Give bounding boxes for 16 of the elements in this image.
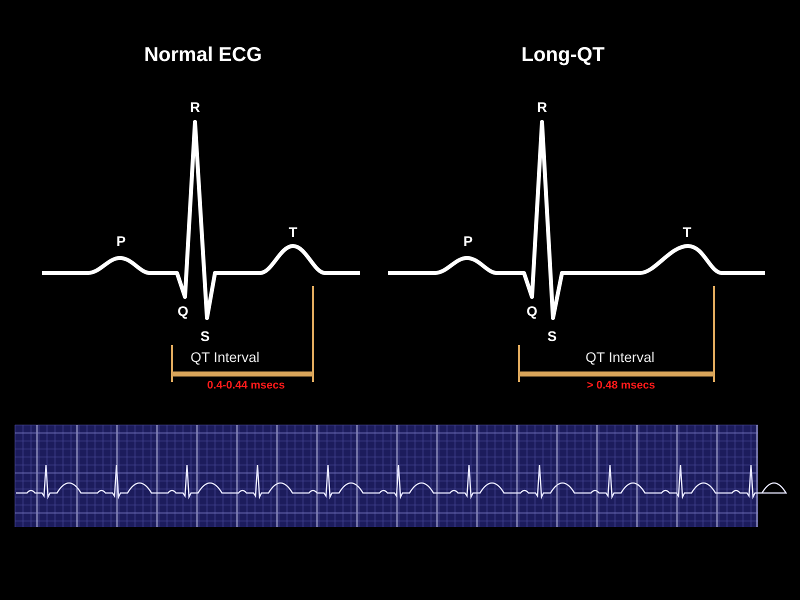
wave-label: T bbox=[682, 225, 692, 239]
wave-label: T bbox=[288, 225, 298, 239]
interval-label: QT Interval bbox=[586, 350, 654, 364]
interval-label: QT Interval bbox=[190, 350, 260, 364]
wave-label: Q bbox=[526, 304, 538, 318]
wave-label: R bbox=[536, 100, 548, 114]
wave-label: P bbox=[116, 234, 126, 248]
wave-label: P bbox=[463, 234, 473, 248]
wave-label: Q bbox=[178, 304, 188, 318]
panel-heading: Normal ECG bbox=[144, 45, 262, 65]
wave-label: R bbox=[190, 100, 200, 114]
panel-heading: Long-QT bbox=[521, 45, 605, 65]
wave-label: S bbox=[200, 329, 210, 343]
duration-value: > 0.48 msecs bbox=[586, 380, 656, 392]
duration-value: 0.4-0.44 msecs bbox=[207, 380, 285, 392]
wave-label: S bbox=[547, 329, 557, 343]
